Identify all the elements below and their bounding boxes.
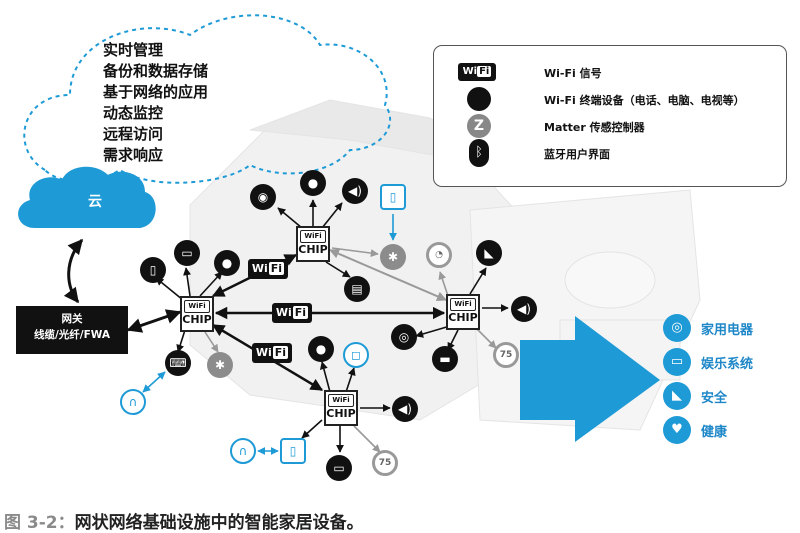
chip-label: CHIP [448, 311, 478, 324]
wifi-badge-fi: Fi [272, 346, 289, 359]
category-label: 家用电器 [701, 323, 754, 338]
wifi-logo-icon: WiFi [450, 298, 476, 311]
category-item: ◣ 安全 [663, 382, 793, 412]
desktop-computer-icon: ▭ [326, 455, 352, 481]
smart-speaker-icon: ● [300, 170, 326, 196]
cloud-service-item: 远程访问 [103, 125, 164, 143]
bluetooth-icon: ᛒ [469, 139, 489, 167]
chip-module: WiFi CHIP [446, 294, 480, 330]
tv-icon: ▭ [174, 240, 200, 266]
black-circle-icon [467, 87, 491, 111]
big-arrow-icon [520, 316, 660, 442]
wifi-logo-icon: WiFi [184, 300, 210, 313]
speaker-icon: ◀) [511, 296, 537, 322]
headphones-icon: ∩ [230, 438, 256, 464]
thermostat-icon: ◔ [426, 242, 452, 268]
security-camera-icon: ◣ [476, 240, 502, 266]
legend-label: Wi-Fi 信号 [544, 67, 602, 80]
category-label: 娱乐系统 [701, 357, 754, 372]
cloud-outline [23, 14, 391, 184]
gateway-subtitle: 线缆/光纤/FWA [33, 329, 111, 341]
wifi-logo-icon: WiFi [328, 394, 354, 407]
gateway-box: 网关 线缆/光纤/FWA [16, 306, 128, 354]
cloud-services-list: 实时管理 备份和数据存储 基于网络的应用 动态监控 远程访问 需求响应 [103, 40, 208, 166]
cloud-gateway-arrow [63, 238, 84, 304]
category-label: 健康 [701, 425, 728, 440]
chip-label: CHIP [182, 313, 212, 326]
category-label: 安全 [701, 391, 728, 406]
tv-icon: ▭ [663, 348, 691, 376]
chip-label: CHIP [326, 407, 356, 420]
laptop-headphone-link [142, 371, 166, 393]
figure-caption-text: 网状网络基础设施中的智能家居设备。 [74, 513, 364, 533]
wifi-badge-fi: Fi [292, 306, 309, 319]
category-item: ▭ 娱乐系统 [663, 348, 793, 378]
gateway-title: 网关 [61, 313, 83, 325]
chip-label: CHIP [298, 243, 328, 256]
cloud-label: 云 [88, 194, 102, 210]
category-item: ◎ 家用电器 [663, 314, 793, 344]
chip-module: WiFi CHIP [296, 226, 330, 262]
cloud-service-item: 需求响应 [103, 146, 164, 164]
legend-label: Matter 传感控制器 [544, 121, 645, 134]
chip1-spokes [155, 267, 223, 353]
legend-item: Wi-Fi 终端设备（电话、电脑、电视等） [434, 87, 786, 113]
car-icon: ▬ [432, 346, 458, 372]
cloud-service-item: 实时管理 [103, 41, 164, 59]
laptop-icon: ⌨ [165, 350, 191, 376]
watch-icon: ◻ [343, 342, 369, 368]
smart-speaker-icon: ● [214, 250, 240, 276]
camera-doorbell-icon: ◉ [250, 184, 276, 210]
fridge-icon: ▯ [140, 257, 166, 283]
chip-link-2-3 [329, 248, 447, 302]
cloud-service-item: 基于网络的应用 [103, 83, 209, 101]
smart-speaker-icon: ● [308, 336, 334, 362]
smartphone-icon: ▯ [380, 184, 406, 210]
thermostat-icon: 75 [372, 450, 398, 476]
thermostat-icon: 75 [493, 342, 519, 368]
heart-pulse-icon: ♥ [663, 416, 691, 444]
figure-number: 图 3-2： [4, 513, 75, 533]
camera-icon: ◣ [663, 382, 691, 410]
washer-icon: ◎ [663, 314, 691, 342]
headphones-icon: ∩ [120, 389, 146, 415]
speaker-icon: ◀) [392, 396, 418, 422]
thermostat-value: 75 [378, 458, 392, 468]
chip-module: WiFi CHIP [180, 296, 214, 332]
legend-label: 蓝牙用户界面 [544, 148, 610, 161]
light-bulb-icon: ✱ [380, 244, 406, 270]
wifi-badge-wi: Wi [251, 262, 268, 275]
gateway-chip-link [126, 309, 182, 333]
speaker-icon: ◀) [342, 178, 368, 204]
light-bulb-icon: ✱ [207, 352, 233, 378]
chip-module: WiFi CHIP [324, 390, 358, 426]
legend-item: ᛒ 蓝牙用户界面 [434, 139, 786, 167]
wifi-badge-wi: Wi [255, 346, 272, 359]
printer-icon: ▤ [344, 276, 370, 302]
legend-item: Z Matter 传感控制器 [434, 114, 786, 140]
legend-label: Wi-Fi 终端设备（电话、电脑、电视等） [544, 94, 745, 107]
washer-icon: ◎ [391, 324, 417, 350]
wifi-badge-fi: Fi [268, 262, 285, 275]
wifi-logo-icon: WiFi [300, 230, 326, 243]
cloud-service-item: 动态监控 [103, 104, 164, 122]
chip2-spokes [277, 199, 379, 278]
matter-z-icon: Z [467, 114, 491, 138]
category-item: ♥ 健康 [663, 416, 793, 446]
cloud-service-item: 备份和数据存储 [103, 62, 209, 80]
wifi-badge-wi: Wi [275, 306, 292, 319]
thermostat-value: 75 [499, 350, 513, 360]
figure-caption: 图 3-2：网状网络基础设施中的智能家居设备。 [4, 508, 364, 533]
smartphone-icon: ▯ [280, 438, 306, 464]
chip4-spokes [301, 361, 391, 453]
cloud-shape [18, 166, 156, 228]
